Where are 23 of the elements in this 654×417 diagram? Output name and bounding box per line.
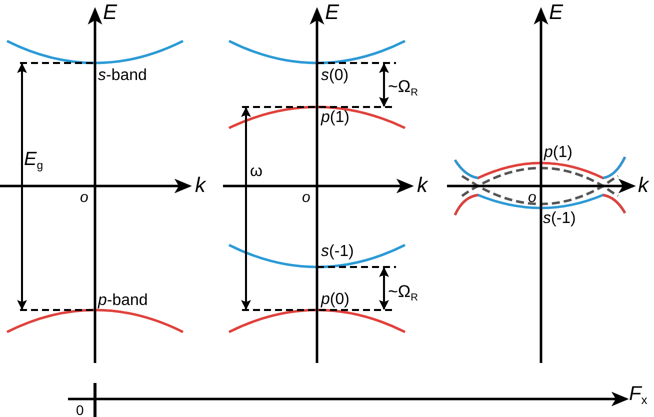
axis-label: k <box>638 175 648 196</box>
state-label: s(0) <box>321 68 349 84</box>
axis-label: k <box>195 175 206 196</box>
frequency-label: ω <box>250 164 262 180</box>
axis-label: E <box>103 2 118 23</box>
state-label: p(1) <box>544 145 572 161</box>
origin-label: o <box>528 190 536 205</box>
band-label: s-band <box>98 68 147 84</box>
origin-label: o <box>302 190 310 205</box>
state-label: s(-1) <box>543 211 576 227</box>
origin-label: o <box>80 190 88 205</box>
axis-label: E <box>549 2 564 23</box>
axis-label: k <box>417 175 428 196</box>
state-label: s(-1) <box>321 244 354 260</box>
axis-label: F$_{x}$ <box>629 384 648 406</box>
axis-label: E <box>325 2 340 23</box>
tick-label: 0 <box>76 403 84 417</box>
splitting-label: ~Ω$_{R}$ <box>388 78 418 99</box>
state-label: p(0) <box>321 292 350 308</box>
splitting-label: ~Ω$_{R}$ <box>388 283 418 304</box>
gap-label: E$_{g}$ <box>24 150 44 172</box>
band-label: p-band <box>98 293 148 309</box>
state-label: p(1) <box>321 110 350 126</box>
